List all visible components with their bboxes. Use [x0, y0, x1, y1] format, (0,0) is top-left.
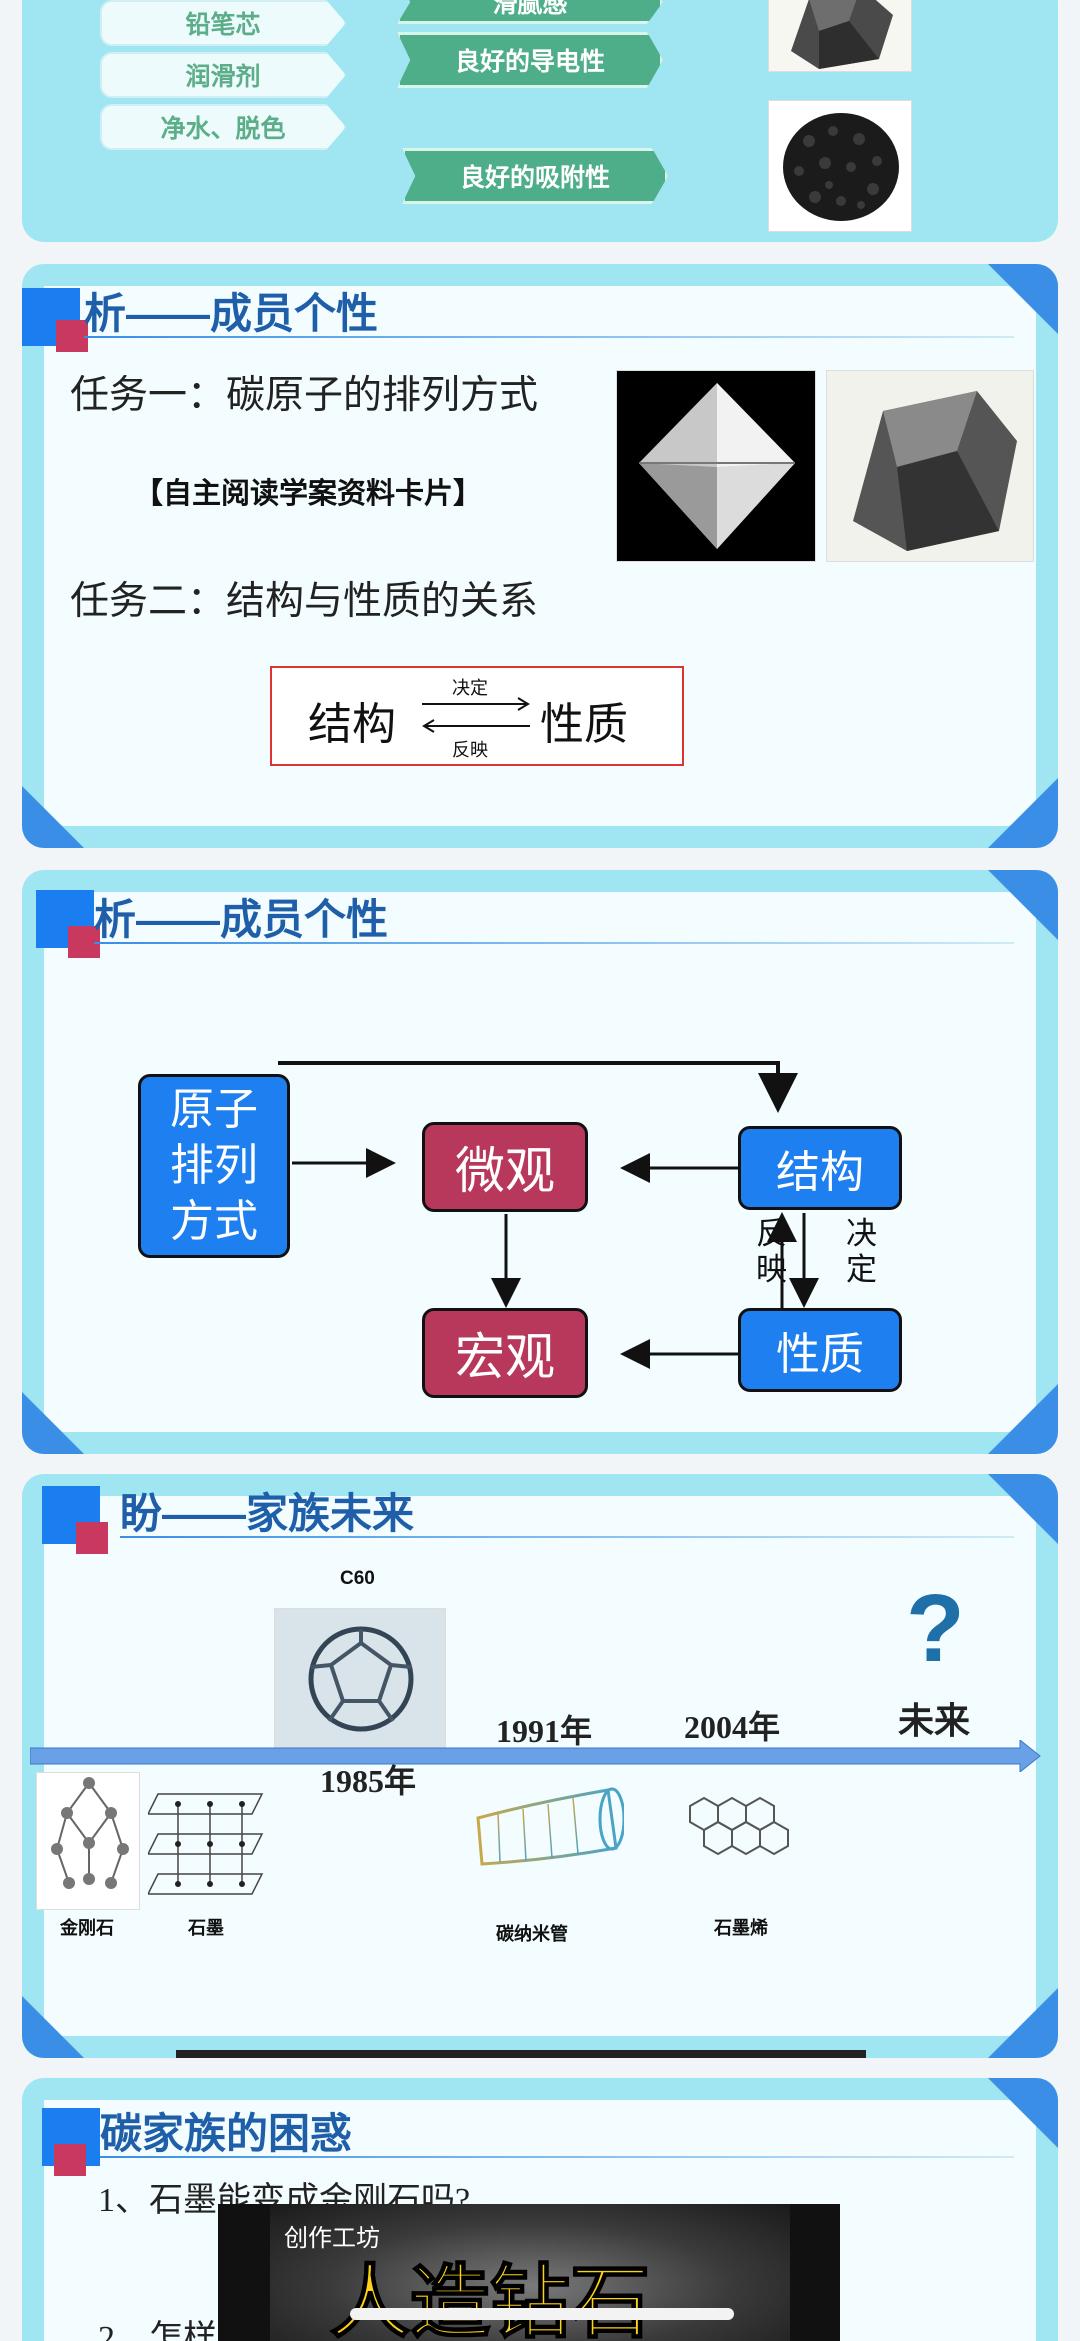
- title-decoration-square: [54, 2144, 86, 2176]
- diamond-structure-image: [36, 1772, 140, 1910]
- slide-title: 碳家族的困惑: [100, 2110, 353, 2157]
- corner-decoration: [22, 1392, 84, 1454]
- graphene-image: [660, 1776, 820, 1878]
- use-pill-lubricant: 润滑剂: [100, 52, 346, 98]
- carbon-nanotube-image: [468, 1778, 626, 1876]
- label-reflect: 反映: [756, 1216, 787, 1287]
- corner-decoration: [988, 1988, 1058, 2058]
- timeline-arrow: [30, 1740, 1041, 1772]
- title-underline: [94, 942, 1014, 944]
- property-pill-adsorptive: 良好的吸附性: [402, 148, 668, 204]
- relation-property-label: 性质: [540, 700, 628, 749]
- video-title-text: 人造钻石: [329, 2257, 651, 2341]
- title-decoration-square: [56, 320, 88, 352]
- title-underline: [84, 336, 1014, 338]
- use-pill-pencil: 铅笔芯: [100, 0, 346, 46]
- slide-properties-uses: 铅笔芯 润滑剂 净水、脱色 滑腻感 良好的导电性 良好的吸附性: [22, 0, 1058, 242]
- home-indicator[interactable]: [350, 2308, 734, 2320]
- corner-decoration: [988, 264, 1058, 334]
- graphite-caption: 石墨: [188, 1918, 224, 1938]
- title-decoration-square: [76, 1522, 108, 1554]
- task-one-text: 任务一：碳原子的排列方式: [70, 374, 539, 417]
- reading-card-text: 【自主阅读学案资料卡片】: [134, 478, 483, 510]
- c60-fullerene-image: [274, 1608, 446, 1748]
- slide-family-future: 盼——家族未来 C60 1985年 1991年 2004年 ? 未来: [22, 1474, 1058, 2058]
- slide-title: 盼——家族未来: [120, 1490, 415, 1537]
- slide-content-area: [44, 1496, 1036, 2036]
- corner-decoration: [22, 1996, 84, 2058]
- graphite-crystal-image: [826, 370, 1034, 562]
- corner-decoration: [988, 778, 1058, 848]
- corner-decoration: [988, 1384, 1058, 1454]
- corner-decoration: [988, 870, 1058, 940]
- title-underline: [100, 2156, 1014, 2158]
- node-macro: 宏观: [422, 1308, 588, 1398]
- title-underline: [120, 1536, 1014, 1538]
- slide-title: 析——成员个性: [84, 290, 379, 337]
- property-pill-slippery: 滑腻感: [397, 0, 663, 24]
- diagram-arrows: [278, 1061, 819, 1369]
- future-label: 未来: [898, 1700, 971, 1741]
- node-structure: 结构: [738, 1126, 902, 1210]
- node-micro: 微观: [422, 1122, 588, 1212]
- corner-decoration: [988, 1474, 1058, 1544]
- c60-label: C60: [340, 1568, 375, 1589]
- graphite-structure-image: [146, 1778, 272, 1902]
- question-mark-icon: ?: [906, 1575, 965, 1682]
- video-progress-strip: [176, 2050, 866, 2058]
- graphene-caption: 石墨烯: [714, 1918, 768, 1938]
- video-brand-label: 创作工坊: [284, 2225, 380, 2252]
- task-two-text: 任务二：结构与性质的关系: [70, 580, 539, 623]
- relation-reflect-label: 反映: [452, 740, 488, 760]
- year-1991: 1991年: [496, 1713, 593, 1749]
- slide-title: 析——成员个性: [94, 896, 389, 943]
- slide-analysis-diagram: 析——成员个性 原子排列方式 微观 结构 宏观 性质 反映 决定: [22, 870, 1058, 1454]
- node-atom-arrangement: 原子排列方式: [138, 1074, 290, 1258]
- year-2004: 2004年: [684, 1709, 781, 1745]
- nanotube-caption: 碳纳米管: [496, 1924, 568, 1944]
- relation-double-arrow: [422, 697, 530, 733]
- diamond-crystal-image: [616, 370, 816, 562]
- node-property: 性质: [738, 1308, 902, 1392]
- diamond-caption: 金刚石: [60, 1918, 114, 1938]
- relation-decide-label: 决定: [452, 678, 488, 698]
- slide-analysis-arrangement: 析——成员个性 任务一：碳原子的排列方式 【自主阅读学案资料卡片】 任务二：结构…: [22, 264, 1058, 848]
- relation-structure-label: 结构: [308, 700, 396, 749]
- structure-property-relation-box: 结构 决定 反映 性质: [270, 666, 684, 766]
- graphite-rock-image: [768, 0, 912, 72]
- corner-decoration: [988, 2078, 1058, 2148]
- activated-carbon-image: [768, 100, 912, 232]
- question-two: 2、怎样: [98, 2320, 217, 2341]
- property-pill-conductive: 良好的导电性: [397, 32, 663, 88]
- year-1985: 1985年: [320, 1763, 417, 1799]
- embedded-video-player[interactable]: 创作工坊 人造钻石: [218, 2204, 840, 2341]
- use-pill-purify: 净水、脱色: [100, 104, 346, 150]
- label-decide: 决定: [846, 1216, 877, 1287]
- corner-decoration: [22, 786, 84, 848]
